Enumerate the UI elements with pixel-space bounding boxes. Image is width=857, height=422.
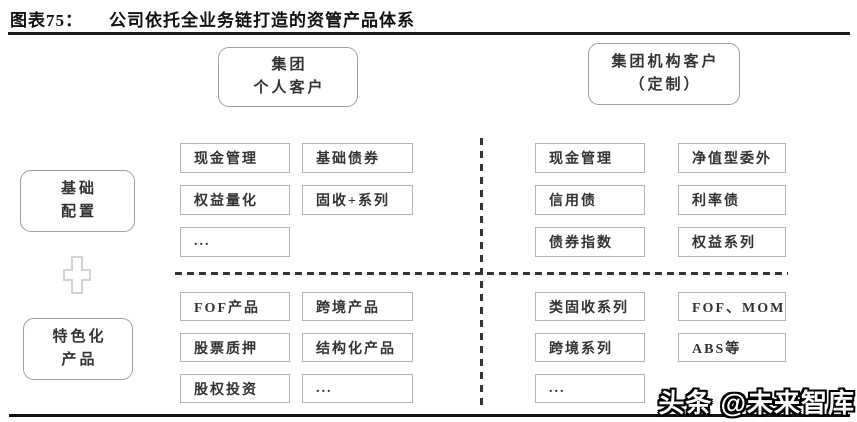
bottom-rule — [9, 414, 850, 417]
title-underline — [8, 32, 850, 35]
node-special-line2: 产品 — [61, 352, 98, 368]
quadrant-institutional-special: 类固收系列 FOF、MOM 跨境系列 ABS等 ... — [535, 292, 786, 403]
product-cell: 利率债 — [678, 185, 786, 215]
product-cell: 权益量化 — [180, 185, 290, 215]
product-cell: 跨境产品 — [302, 292, 413, 321]
product-cell: 固收+系列 — [302, 185, 413, 215]
divider-vertical-dashed — [480, 138, 483, 408]
quadrant-institutional-basic: 现金管理 净值型委外 信用债 利率债 债券指数 权益系列 — [535, 143, 786, 257]
node-special-line1: 特色化 — [52, 328, 107, 345]
product-cell: 结构化产品 — [302, 333, 413, 362]
product-cell: FOF产品 — [180, 292, 290, 321]
product-cell: FOF、MOM — [678, 292, 786, 321]
node-personal-line2: 个人客户 — [253, 80, 326, 96]
plus-icon — [63, 256, 91, 294]
product-cell: 债券指数 — [535, 227, 645, 257]
product-cell: 股权投资 — [180, 374, 290, 403]
product-cell: 类固收系列 — [535, 292, 645, 321]
figure-header: 图表75： 公司依托全业务链打造的资管产品体系 — [10, 6, 415, 31]
node-group-personal-customers: 集团 个人客户 — [218, 47, 358, 107]
node-institutional-line1: 集团机构客户 — [611, 53, 720, 70]
product-cell: 权益系列 — [678, 227, 786, 257]
product-cell: 股票质押 — [180, 333, 290, 362]
product-cell: ... — [535, 374, 645, 403]
node-basic-allocation: 基础 配置 — [20, 170, 135, 232]
product-cell: ... — [180, 227, 290, 257]
product-cell: 现金管理 — [535, 143, 645, 173]
node-group-institutional-customers: 集团机构客户 （定制） — [588, 43, 740, 105]
quadrant-personal-basic: 现金管理 基础债券 权益量化 固收+系列 ... — [180, 143, 413, 257]
node-personal-line1: 集团 — [271, 56, 308, 73]
node-basic-line2: 配置 — [60, 204, 97, 220]
watermark: 头条 @未来智库 — [658, 388, 855, 418]
figure-label: 图表75： — [10, 11, 83, 30]
product-cell: ... — [302, 374, 413, 403]
product-cell: 信用债 — [535, 185, 645, 215]
product-cell: ABS等 — [678, 333, 786, 362]
figure-title: 公司依托全业务链打造的资管产品体系 — [109, 11, 415, 30]
product-cell: 跨境系列 — [535, 333, 645, 362]
quadrant-personal-special: FOF产品 跨境产品 股票质押 结构化产品 股权投资 ... — [180, 292, 413, 403]
product-cell: 净值型委外 — [678, 143, 786, 173]
product-cell: 现金管理 — [180, 143, 290, 173]
node-basic-line1: 基础 — [60, 180, 97, 197]
product-cell: 基础债券 — [302, 143, 413, 173]
node-institutional-line2: （定制） — [629, 77, 702, 93]
node-special-products: 特色化 产品 — [23, 318, 133, 380]
